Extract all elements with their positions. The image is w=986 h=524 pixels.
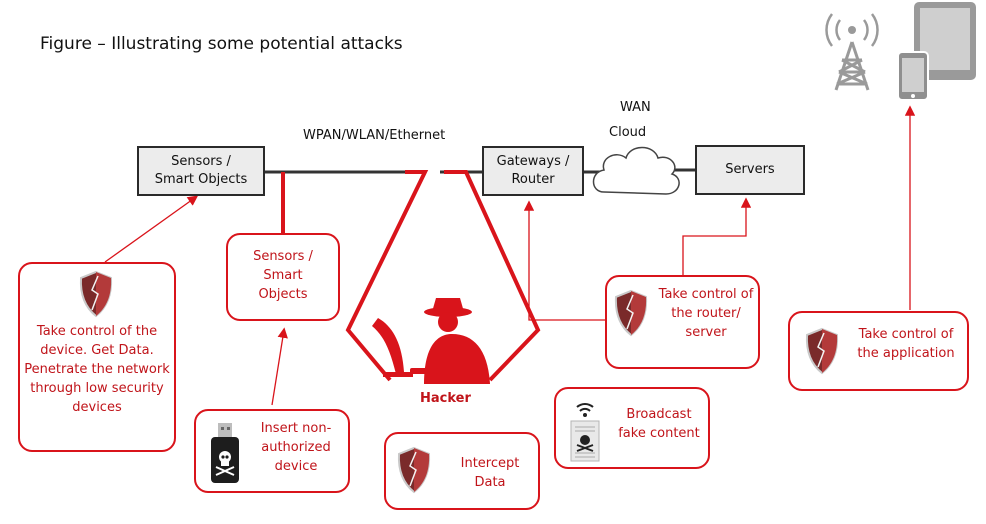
attack-take-control-device: Take control of the device. Get Data. Pe… <box>18 262 176 452</box>
arrow-router <box>523 200 605 321</box>
attack-insert-device: Insert non-authorized device <box>194 409 350 493</box>
tablet-phone-icon <box>897 2 976 101</box>
gateways-node: Gateways / Router <box>482 146 584 196</box>
hacker-funnel-left <box>345 170 429 382</box>
sensors-node-label: Sensors / Smart Objects <box>154 154 248 187</box>
attack-insert-device-text: Insert non-authorized device <box>260 421 332 474</box>
attack-take-control-app-text: Take control of the application <box>857 327 955 361</box>
wan-label: WAN <box>620 100 651 115</box>
hacker-icon <box>372 298 490 384</box>
cloud-label: Cloud <box>609 125 647 140</box>
attack-take-control-device-text: Take control of the device. Get Data. Pe… <box>24 324 170 415</box>
shield-icon <box>79 270 113 318</box>
attack-broadcast: Broadcast fake content <box>554 387 710 469</box>
usb-skull-icon <box>211 423 239 483</box>
attack-take-control-router: Take control of the router/ server <box>605 275 760 369</box>
attack-broadcast-text: Broadcast fake content <box>618 407 700 441</box>
arrow-insert-device <box>271 327 288 406</box>
gateways-node-label: Gateways / Router <box>496 154 570 187</box>
antenna-tower-icon <box>825 13 879 91</box>
arrow-server <box>682 197 752 275</box>
servers-node-label: Servers <box>725 162 775 177</box>
shield-icon <box>397 446 431 494</box>
page-title: Figure – Illustrating some potential att… <box>40 34 403 54</box>
hacker-label: Hacker <box>420 391 471 406</box>
servers-node: Servers <box>695 145 805 195</box>
attack-rogue-sensors-text: Sensors / Smart Objects <box>253 249 313 302</box>
attack-intercept: Intercept Data <box>384 432 540 510</box>
wpan-label: WPAN/WLAN/Ethernet <box>303 128 446 143</box>
attack-take-control-router-text: Take control of the router/ server <box>658 287 754 340</box>
attack-take-control-app: Take control of the application <box>788 311 969 391</box>
attack-intercept-text: Intercept Data <box>460 456 520 490</box>
broadcast-document-icon <box>570 403 600 462</box>
sensors-node: Sensors / Smart Objects <box>137 146 265 196</box>
shield-icon <box>614 289 648 337</box>
attack-rogue-sensors: Sensors / Smart Objects <box>226 233 340 321</box>
cloud-icon <box>592 146 680 195</box>
arrow-device <box>104 195 199 263</box>
hacker-funnel-right <box>444 170 541 382</box>
shield-icon <box>805 327 839 375</box>
